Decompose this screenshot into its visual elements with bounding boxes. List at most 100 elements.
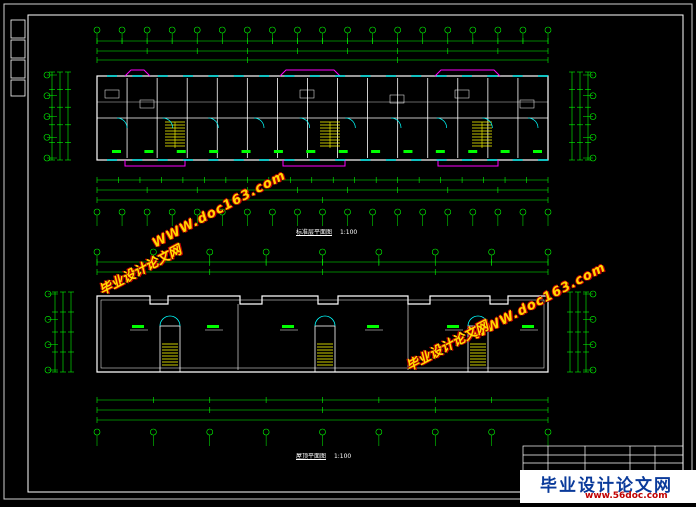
axis-bubble <box>319 208 326 216</box>
footer-site-name: 毕业设计论文网 <box>540 476 673 496</box>
stair <box>320 121 340 148</box>
slope-tag <box>367 325 379 328</box>
stair-penthouse <box>159 315 181 373</box>
door-swing <box>299 117 311 129</box>
penthouse-wall <box>314 325 336 373</box>
axis-bubble <box>544 26 552 34</box>
axis-bubble <box>168 208 176 216</box>
axis-bubble <box>544 208 552 216</box>
parapet-line <box>96 295 549 373</box>
lower-plan-title-text: 屋顶平面图 <box>296 453 327 460</box>
axis-bubble <box>589 316 597 323</box>
penthouse-wall <box>467 325 489 373</box>
balcony-rail <box>434 69 501 77</box>
axis-bubble <box>193 208 201 216</box>
axis-bubble <box>44 316 52 323</box>
axis-bubble <box>206 428 214 436</box>
axis-bubble <box>93 248 101 256</box>
axis-bubble <box>150 248 157 256</box>
axis-bubble <box>244 208 251 216</box>
footer-site-url: www.56doc.com <box>585 491 668 501</box>
axis-bubble <box>469 26 477 34</box>
axis-bubble <box>143 26 151 34</box>
axis-bubble <box>193 26 201 34</box>
axis-bubble <box>319 248 326 256</box>
axis-bubble <box>244 26 251 34</box>
penthouse-arc <box>467 315 489 327</box>
axis-bubble <box>375 248 383 256</box>
room-tag <box>371 150 381 153</box>
door-swing <box>390 117 402 129</box>
upper-plan-title-text: 标准层平面图 <box>296 229 333 236</box>
axis-bubble <box>589 71 597 79</box>
axis-bubble <box>589 154 597 162</box>
room-tag <box>533 150 542 153</box>
axis-bubble <box>262 428 270 436</box>
axis-bubble <box>319 26 326 34</box>
axis-bubble <box>262 248 270 256</box>
stair-penthouse <box>467 315 489 373</box>
axis-bubble <box>519 26 527 34</box>
room-tag <box>468 150 478 153</box>
door-swing <box>345 117 356 129</box>
axis-bubble <box>44 366 52 374</box>
axis-bubble <box>294 26 301 34</box>
lower-floor-plan <box>44 248 597 446</box>
axis-bubble <box>589 113 597 120</box>
axis-bubble <box>369 208 376 216</box>
room-tag <box>112 150 121 153</box>
door-swing <box>253 117 265 129</box>
door-swing <box>208 117 219 129</box>
axis-bubble <box>419 26 427 34</box>
lower-plan-title: 屋顶平面图 1:100 <box>296 451 351 460</box>
axis-bubble <box>444 208 452 216</box>
axis-bubble <box>269 208 276 216</box>
axis-bubble <box>431 248 439 256</box>
axis-bubble <box>143 208 151 216</box>
axis-bubble <box>319 428 326 436</box>
room-tag <box>500 150 510 153</box>
slope-tag <box>207 325 219 328</box>
penthouse-wall <box>159 325 181 373</box>
axis-bubble <box>150 428 157 436</box>
slope-tag <box>132 325 144 328</box>
axis-bubble <box>218 208 226 216</box>
room-tag <box>338 150 348 153</box>
door-swing <box>162 117 174 129</box>
axis-bubble <box>394 208 401 216</box>
axis-bubble <box>294 208 301 216</box>
room-tag <box>403 150 413 153</box>
door-swing <box>436 117 448 129</box>
fixture <box>389 94 405 104</box>
fixture <box>299 89 315 99</box>
axis-bubble <box>93 208 101 216</box>
door-swing <box>116 117 128 129</box>
stair <box>165 121 185 148</box>
axis-bubble <box>44 290 52 298</box>
sheet-outer-frame <box>3 3 693 500</box>
axis-bubble <box>44 341 52 348</box>
parapet-inner <box>100 299 545 369</box>
stair <box>472 121 492 148</box>
balcony-rail <box>437 160 499 167</box>
footer-banner <box>520 470 696 503</box>
axis-bubble <box>589 341 597 348</box>
axis-bubble <box>544 428 552 436</box>
axis-bubble <box>488 428 495 436</box>
axis-bubble <box>375 428 383 436</box>
fixture <box>454 89 470 99</box>
axis-bubble <box>93 26 101 34</box>
axis-bubble <box>494 26 502 34</box>
axis-bubble <box>43 113 51 120</box>
axis-bubble <box>469 208 477 216</box>
axis-bubble <box>206 248 214 256</box>
door-swing <box>482 117 493 129</box>
axis-bubble <box>218 26 226 34</box>
lower-plan-scale: 1:100 <box>333 453 352 460</box>
axis-bubble <box>589 133 597 141</box>
penthouse-arc <box>314 315 336 327</box>
upper-plan-scale: 1:100 <box>339 229 358 236</box>
door-swing <box>527 117 539 129</box>
